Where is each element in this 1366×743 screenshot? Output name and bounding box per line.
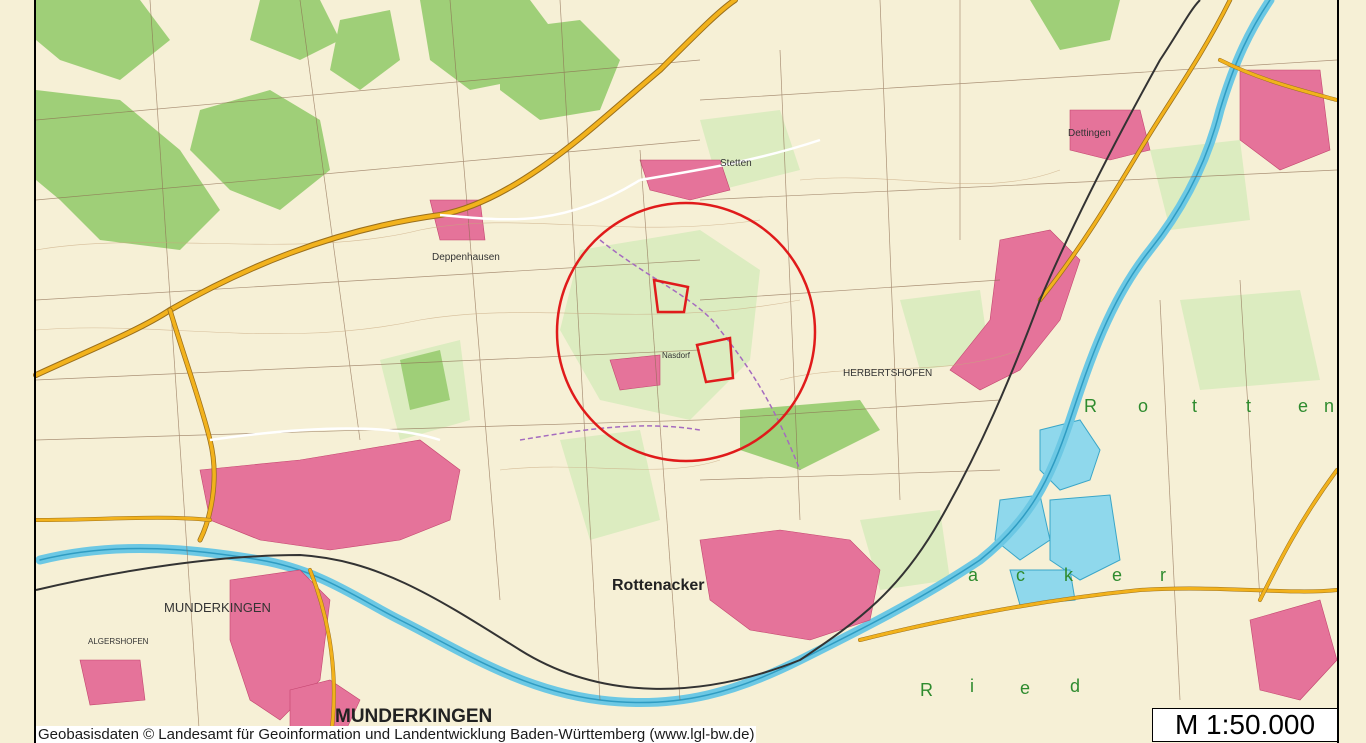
- svg-text:R: R: [1084, 396, 1097, 416]
- svg-text:o: o: [1138, 396, 1148, 416]
- map-scale-label: M 1:50.000: [1152, 708, 1338, 742]
- label-acker: a c k e r: [968, 565, 1166, 585]
- label-dettingen: Dettingen: [1068, 128, 1111, 139]
- svg-text:r: r: [1160, 565, 1166, 585]
- field-lines: [35, 0, 1338, 743]
- forest-areas: [36, 0, 1120, 470]
- label-nasdorf: Nasdorf: [662, 351, 691, 360]
- left-frame-border: [34, 0, 36, 743]
- parcel-polygon-north[interactable]: [652, 278, 690, 314]
- lakes: [994, 419, 1121, 606]
- svg-text:c: c: [1016, 565, 1025, 585]
- main-roads: [33, 0, 1339, 743]
- label-herbertshofen: HERBERTSHOFEN: [843, 368, 932, 379]
- map-attribution: Geobasisdaten © Landesamt für Geoinforma…: [36, 726, 757, 743]
- svg-text:i: i: [970, 676, 974, 696]
- label-munderkingen-town: MUNDERKINGEN: [164, 600, 271, 615]
- label-rottenacker: Rottenacker: [612, 577, 704, 594]
- settlements: [79, 69, 1338, 743]
- parcel-polygon-south[interactable]: [695, 336, 735, 384]
- admin-boundary: [519, 239, 801, 471]
- railway: [35, 0, 1201, 690]
- label-deppenhausen: Deppenhausen: [432, 252, 500, 263]
- svg-text:a: a: [968, 565, 979, 585]
- svg-text:e: e: [1112, 565, 1122, 585]
- svg-text:t: t: [1246, 396, 1251, 416]
- minor-roads: [209, 138, 821, 442]
- label-algershofen: ALGERSHOFEN: [88, 637, 149, 646]
- svg-text:e: e: [1020, 678, 1030, 698]
- svg-text:d: d: [1070, 676, 1080, 696]
- svg-text:e: e: [1298, 396, 1308, 416]
- label-ried: R i e d: [920, 676, 1080, 700]
- label-munderkingen-main: MUNDERKINGEN: [335, 706, 492, 727]
- svg-text:n: n: [1324, 396, 1334, 416]
- label-rotten: R o t t e n: [1084, 396, 1334, 416]
- right-frame-border: [1337, 0, 1339, 743]
- study-area-circle[interactable]: [555, 201, 817, 463]
- svg-text:t: t: [1192, 396, 1197, 416]
- contour-lines: [35, 169, 1061, 471]
- river-donau: [35, 0, 1275, 708]
- svg-text:k: k: [1064, 565, 1074, 585]
- label-stetten: Stetten: [720, 158, 752, 169]
- svg-text:R: R: [920, 680, 933, 700]
